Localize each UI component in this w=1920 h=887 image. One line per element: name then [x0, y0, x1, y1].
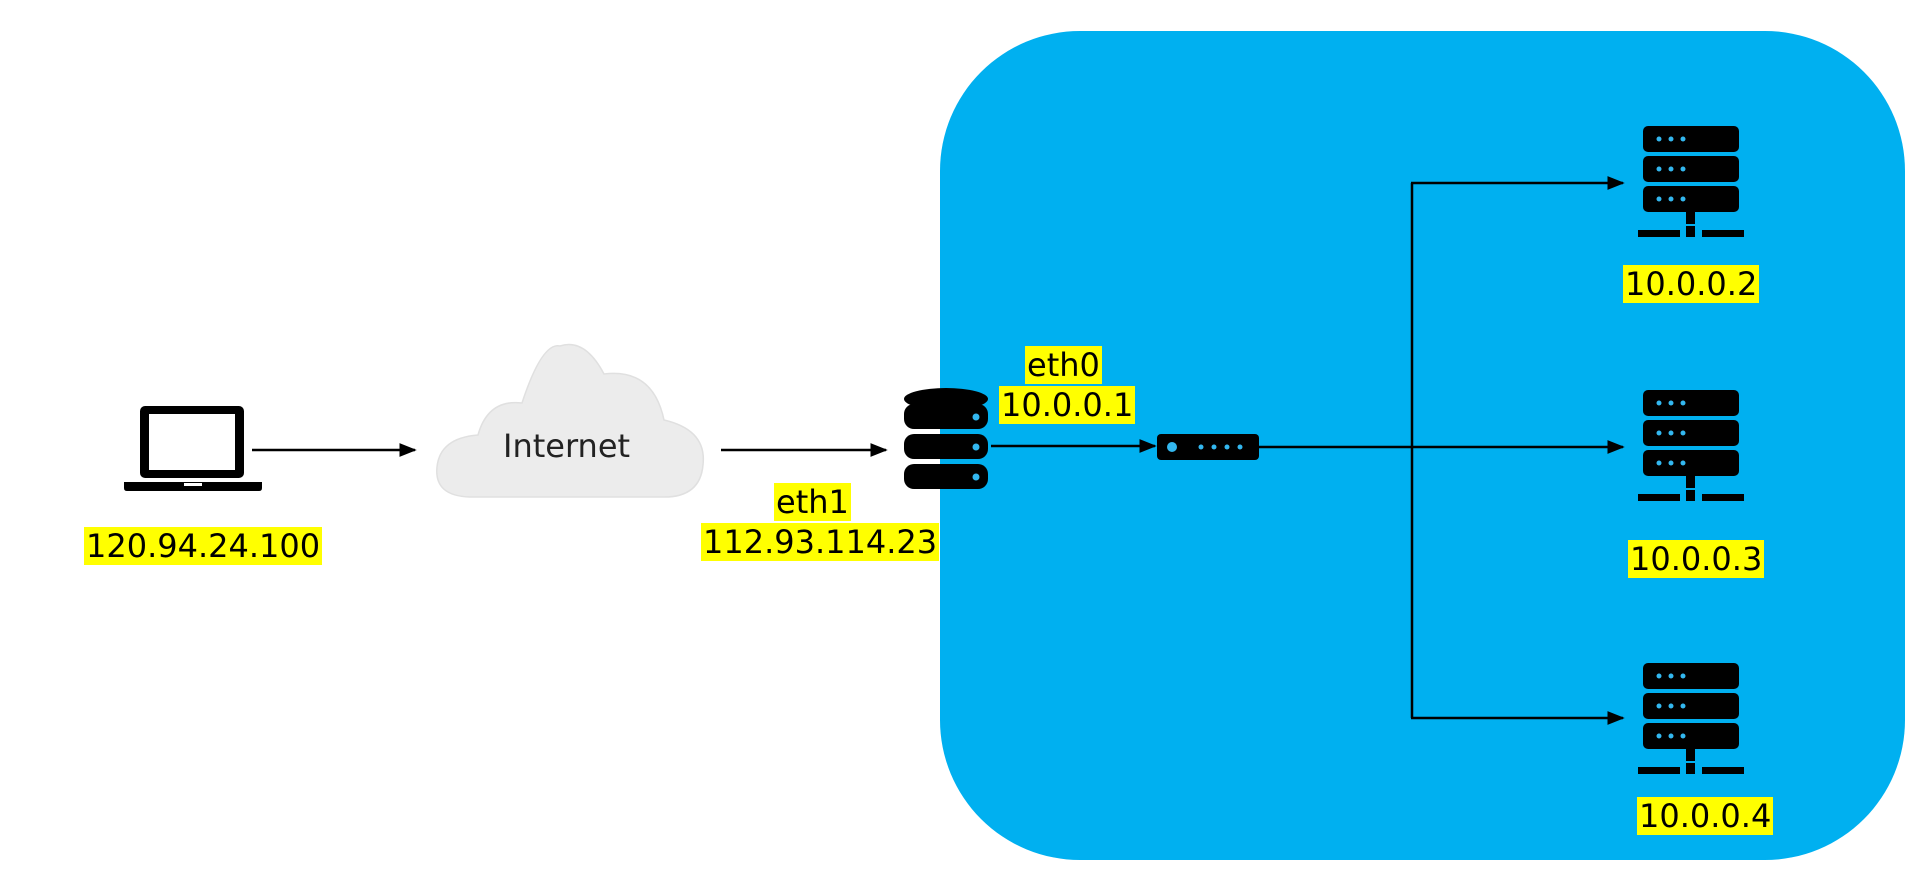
eth1-name-label: eth1 — [774, 483, 851, 521]
eth0-ip-label: 10.0.0.1 — [999, 386, 1136, 424]
server-ip-label: 10.0.0.3 — [1628, 540, 1765, 578]
laptop-icon — [124, 406, 262, 491]
server-rack-icon — [1638, 126, 1744, 237]
server-rack-icon — [1638, 663, 1744, 774]
database-server-icon — [904, 388, 988, 489]
internet-label: Internet — [503, 427, 631, 465]
private-network-zone — [940, 31, 1905, 860]
eth0-name-label: eth0 — [1025, 346, 1102, 384]
server-ip-label: 10.0.0.2 — [1623, 265, 1760, 303]
server-ip-label: 10.0.0.4 — [1637, 797, 1774, 835]
client-ip-label: 120.94.24.100 — [84, 527, 323, 565]
server-rack-icon — [1638, 390, 1744, 501]
network-switch-icon — [1157, 434, 1259, 460]
cloud-icon — [436, 343, 705, 498]
eth1-ip-label: 112.93.114.23 — [701, 523, 940, 561]
